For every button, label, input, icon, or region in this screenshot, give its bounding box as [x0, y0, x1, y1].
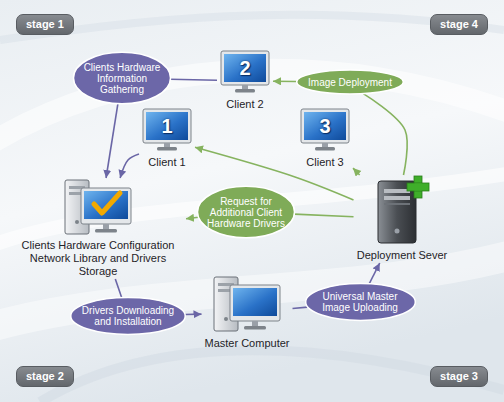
- stage-badge: stage 2: [16, 366, 74, 387]
- stage-label: stage 3: [440, 369, 478, 383]
- deployment-server: Deployment Sever: [354, 175, 451, 263]
- computer-icon: [63, 178, 133, 236]
- stage-badge: stage 3: [430, 366, 488, 387]
- screen-number: 1: [142, 114, 192, 138]
- stage-badge: stage 4: [430, 14, 488, 35]
- computer-label: Client 3: [306, 156, 343, 169]
- computer-label: Client 2: [226, 98, 263, 111]
- process-label: Drivers Downloading and Installation: [81, 305, 175, 327]
- computer-label: Client 1: [148, 156, 185, 169]
- process-ellipse: Request for Additional Client Hardware D…: [196, 184, 296, 240]
- flow-arrow: [293, 307, 308, 308]
- flow-arrow: [353, 168, 360, 175]
- stage-label: stage 2: [26, 369, 64, 383]
- process-ellipse: Clients Hardware Information Gathering: [72, 50, 172, 106]
- process-ellipse: Image Deployment: [295, 69, 405, 95]
- screen-number: 3: [300, 114, 350, 138]
- flow-arrow: [294, 214, 353, 217]
- computer-icon: [374, 175, 430, 245]
- computer-icon: [212, 275, 282, 333]
- flow-arrow: [363, 94, 407, 175]
- flow-arrow: [170, 79, 217, 80]
- stage-badge: stage 1: [16, 14, 74, 35]
- screen-number: 2: [220, 56, 270, 80]
- flow-arrow: [185, 313, 201, 315]
- computer-label: Deployment Sever: [357, 249, 448, 262]
- client-computer: 2Client 2: [217, 50, 273, 112]
- process-label: Clients Hardware Information Gathering: [82, 62, 162, 95]
- computer-icon: 1: [142, 108, 192, 152]
- flow-arrow: [273, 80, 297, 82]
- master-computer: Master Computer: [202, 275, 293, 351]
- process-ellipse: Universal Master Image Uploading: [304, 282, 417, 322]
- flow-arrow: [115, 279, 121, 298]
- process-label: Request for Additional Client Hardware D…: [206, 196, 286, 229]
- computer-icon: 2: [220, 50, 270, 94]
- flow-arrow: [106, 104, 118, 178]
- stage-label: stage 1: [26, 17, 64, 31]
- flow-arrow: [120, 154, 139, 178]
- process-label: Universal Master Image Uploading: [315, 291, 405, 313]
- computer-label: Master Computer: [205, 337, 290, 350]
- computer-icon: [63, 178, 133, 236]
- computer-icon: [212, 275, 282, 333]
- computer-icon: [374, 175, 430, 245]
- flow-arrow: [369, 263, 380, 284]
- computer-label: Clients Hardware Configuration Network L…: [13, 239, 183, 278]
- process-label: Image Deployment: [308, 77, 392, 88]
- client-computer: 3Client 3: [297, 108, 353, 170]
- storage-server: Clients Hardware Configuration Network L…: [10, 178, 186, 279]
- stage-label: stage 4: [440, 17, 478, 31]
- process-ellipse: Drivers Downloading and Installation: [69, 296, 187, 336]
- computer-icon: 3: [300, 108, 350, 152]
- flow-arrow: [186, 217, 199, 218]
- client-computer: 1Client 1: [139, 108, 195, 170]
